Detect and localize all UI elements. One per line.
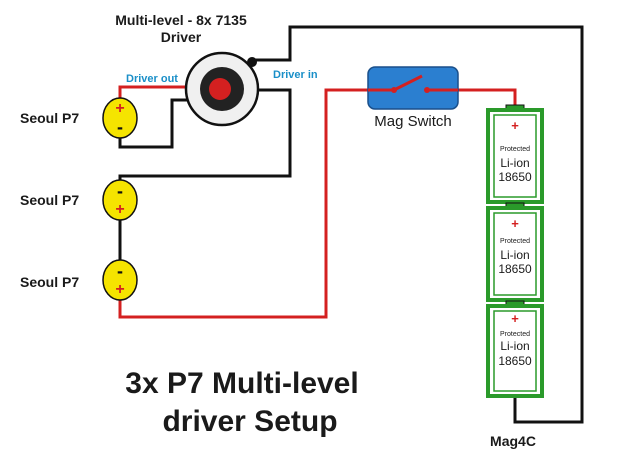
driver-subtitle: Driver bbox=[161, 29, 202, 45]
battery-size: 18650 bbox=[498, 354, 532, 368]
led-2: - + bbox=[102, 179, 138, 221]
switch-label: Mag Switch bbox=[374, 113, 452, 130]
led-label: Seoul P7 bbox=[20, 274, 79, 290]
battery-case bbox=[486, 206, 544, 302]
battery-2: + Protected Li-ion 18650 bbox=[486, 202, 544, 302]
red-wires bbox=[118, 85, 517, 319]
wire-driver-to-mag-body bbox=[250, 25, 584, 424]
wire-driver-out-to-led1-pos bbox=[118, 85, 214, 100]
led-top-sign: - bbox=[117, 181, 123, 201]
mag-switch bbox=[367, 66, 459, 110]
battery-1: + Protected Li-ion 18650 bbox=[486, 104, 544, 204]
led-body bbox=[102, 179, 138, 221]
led-top-sign: + bbox=[115, 100, 124, 117]
led-bottom-sign: + bbox=[115, 281, 124, 298]
led-label: Seoul P7 bbox=[20, 192, 79, 208]
battery-size: 18650 bbox=[498, 170, 532, 184]
battery-protected: Protected bbox=[500, 331, 530, 338]
switch-contact-right bbox=[424, 87, 430, 93]
battery-plus: + bbox=[511, 216, 519, 231]
wire-led3-pos-to-switch bbox=[118, 88, 368, 319]
caption-line-2: driver Setup bbox=[162, 405, 337, 438]
battery-protected: Protected bbox=[500, 238, 530, 245]
led-1: + - bbox=[102, 97, 138, 139]
driver-red-center bbox=[209, 78, 231, 100]
battery-case bbox=[486, 304, 544, 398]
battery-3: + Protected Li-ion 18650 bbox=[486, 300, 544, 398]
battery-inner bbox=[493, 212, 537, 296]
battery-protected: Protected bbox=[500, 146, 530, 153]
led-body bbox=[102, 259, 138, 301]
led-3: - + bbox=[102, 259, 138, 301]
host-label: Mag4C bbox=[490, 433, 536, 449]
caption-line-1: 3x P7 Multi-level bbox=[125, 367, 358, 400]
battery-inner bbox=[493, 114, 537, 198]
battery-size: 18650 bbox=[498, 262, 532, 276]
battery-inner bbox=[493, 310, 537, 392]
wire-driver-to-led2-neg bbox=[118, 88, 292, 182]
led-top-sign: - bbox=[117, 261, 123, 281]
battery-chemistry: Li-ion bbox=[500, 248, 529, 262]
battery-case bbox=[486, 108, 544, 204]
led-bottom-sign: - bbox=[117, 117, 123, 137]
battery-chemistry: Li-ion bbox=[500, 339, 529, 353]
black-wires bbox=[118, 25, 584, 424]
led-label: Seoul P7 bbox=[20, 110, 79, 126]
battery-plus: + bbox=[511, 311, 519, 326]
driver-title: Multi-level - 8x 7135 bbox=[115, 12, 247, 28]
driver-module bbox=[184, 51, 260, 127]
wire-switch-to-battery bbox=[458, 88, 517, 108]
switch-body bbox=[367, 66, 459, 110]
driver-black-contact bbox=[247, 57, 257, 67]
driver-in-label: Driver in bbox=[273, 69, 318, 81]
switch-lever bbox=[393, 74, 423, 92]
battery-plus: + bbox=[511, 118, 519, 133]
led-bottom-sign: + bbox=[115, 201, 124, 218]
led-body bbox=[102, 97, 138, 139]
wire-led1-neg-to-driver bbox=[118, 98, 188, 149]
battery-chemistry: Li-ion bbox=[500, 156, 529, 170]
driver-out-label: Driver out bbox=[126, 73, 178, 85]
